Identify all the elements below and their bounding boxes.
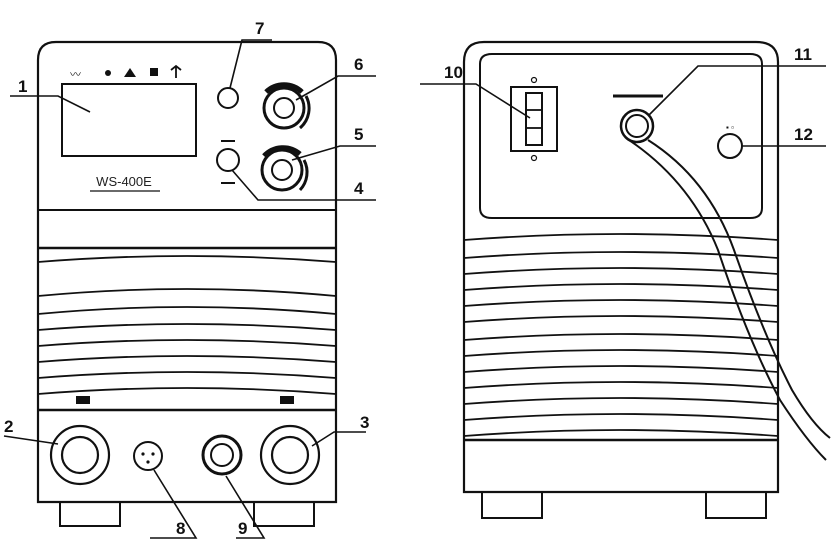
callout-3: 3: [360, 413, 369, 432]
control-button-top[interactable]: [217, 87, 239, 109]
callout-11: 11: [794, 45, 812, 64]
rear-panel: [479, 53, 763, 219]
wave-icon: 〰: [70, 69, 81, 81]
control-connector[interactable]: [133, 441, 163, 471]
front-vents: [37, 255, 337, 395]
rear-cabinet: [462, 40, 780, 494]
callout-8: 8: [176, 519, 185, 538]
rear-foot-left: [481, 491, 543, 519]
callout-6: 6: [354, 55, 363, 74]
callout-10: 10: [444, 63, 463, 82]
triangle-icon: [124, 68, 136, 77]
power-cable: [625, 137, 831, 461]
leader-10: [420, 83, 531, 119]
front-view: 〰 WS-400E: [36, 40, 338, 527]
front-cabinet: [36, 40, 338, 504]
model-label: WS-400E: [96, 174, 152, 189]
leader-9: [225, 475, 266, 539]
callout-5: 5: [354, 125, 363, 144]
arrow-icon: [170, 64, 182, 78]
control-button-bottom[interactable]: [216, 148, 240, 172]
svg-text:▪ ▫: ▪ ▫: [726, 123, 734, 132]
output-socket-right[interactable]: [259, 424, 321, 486]
leader-3: [311, 431, 366, 447]
callout-2: 2: [4, 417, 13, 436]
leader-8: [150, 469, 198, 539]
gas-connector[interactable]: [201, 434, 243, 476]
leader-4: [231, 169, 376, 201]
front-foot-left: [59, 501, 121, 527]
leader-2: [3, 435, 59, 445]
socket-mark-plus: [280, 396, 294, 404]
knob-lower[interactable]: [260, 145, 309, 192]
callout-9: 9: [238, 519, 247, 538]
leader-1: [10, 95, 91, 113]
power-cable-entry: [613, 94, 663, 144]
socket-mark-minus: [76, 396, 90, 404]
output-socket-left[interactable]: [49, 424, 111, 486]
callout-1: 1: [18, 77, 27, 96]
front-foot-right: [253, 501, 315, 527]
rear-view: ▪ ▫: [462, 40, 831, 519]
leader-6: [295, 75, 376, 101]
rear-vents: [463, 233, 779, 437]
power-switch[interactable]: [510, 76, 558, 162]
knob-upper[interactable]: [262, 82, 311, 130]
leader-5: [291, 145, 376, 161]
display-indicators: 〰: [70, 64, 182, 81]
callout-numbers: 1 2 3 4 5 6 7 8 9 10 11 12: [4, 19, 813, 538]
callout-leaders: [3, 39, 826, 539]
callout-4: 4: [354, 179, 364, 198]
dot-icon: [105, 70, 111, 76]
square-icon: [150, 68, 158, 76]
display-screen: [61, 83, 197, 157]
rear-port[interactable]: ▪ ▫: [717, 123, 743, 159]
rear-foot-right: [705, 491, 767, 519]
leader-7: [229, 39, 272, 89]
callout-7: 7: [255, 19, 264, 38]
callout-12: 12: [794, 125, 813, 144]
leader-11: [647, 65, 826, 117]
